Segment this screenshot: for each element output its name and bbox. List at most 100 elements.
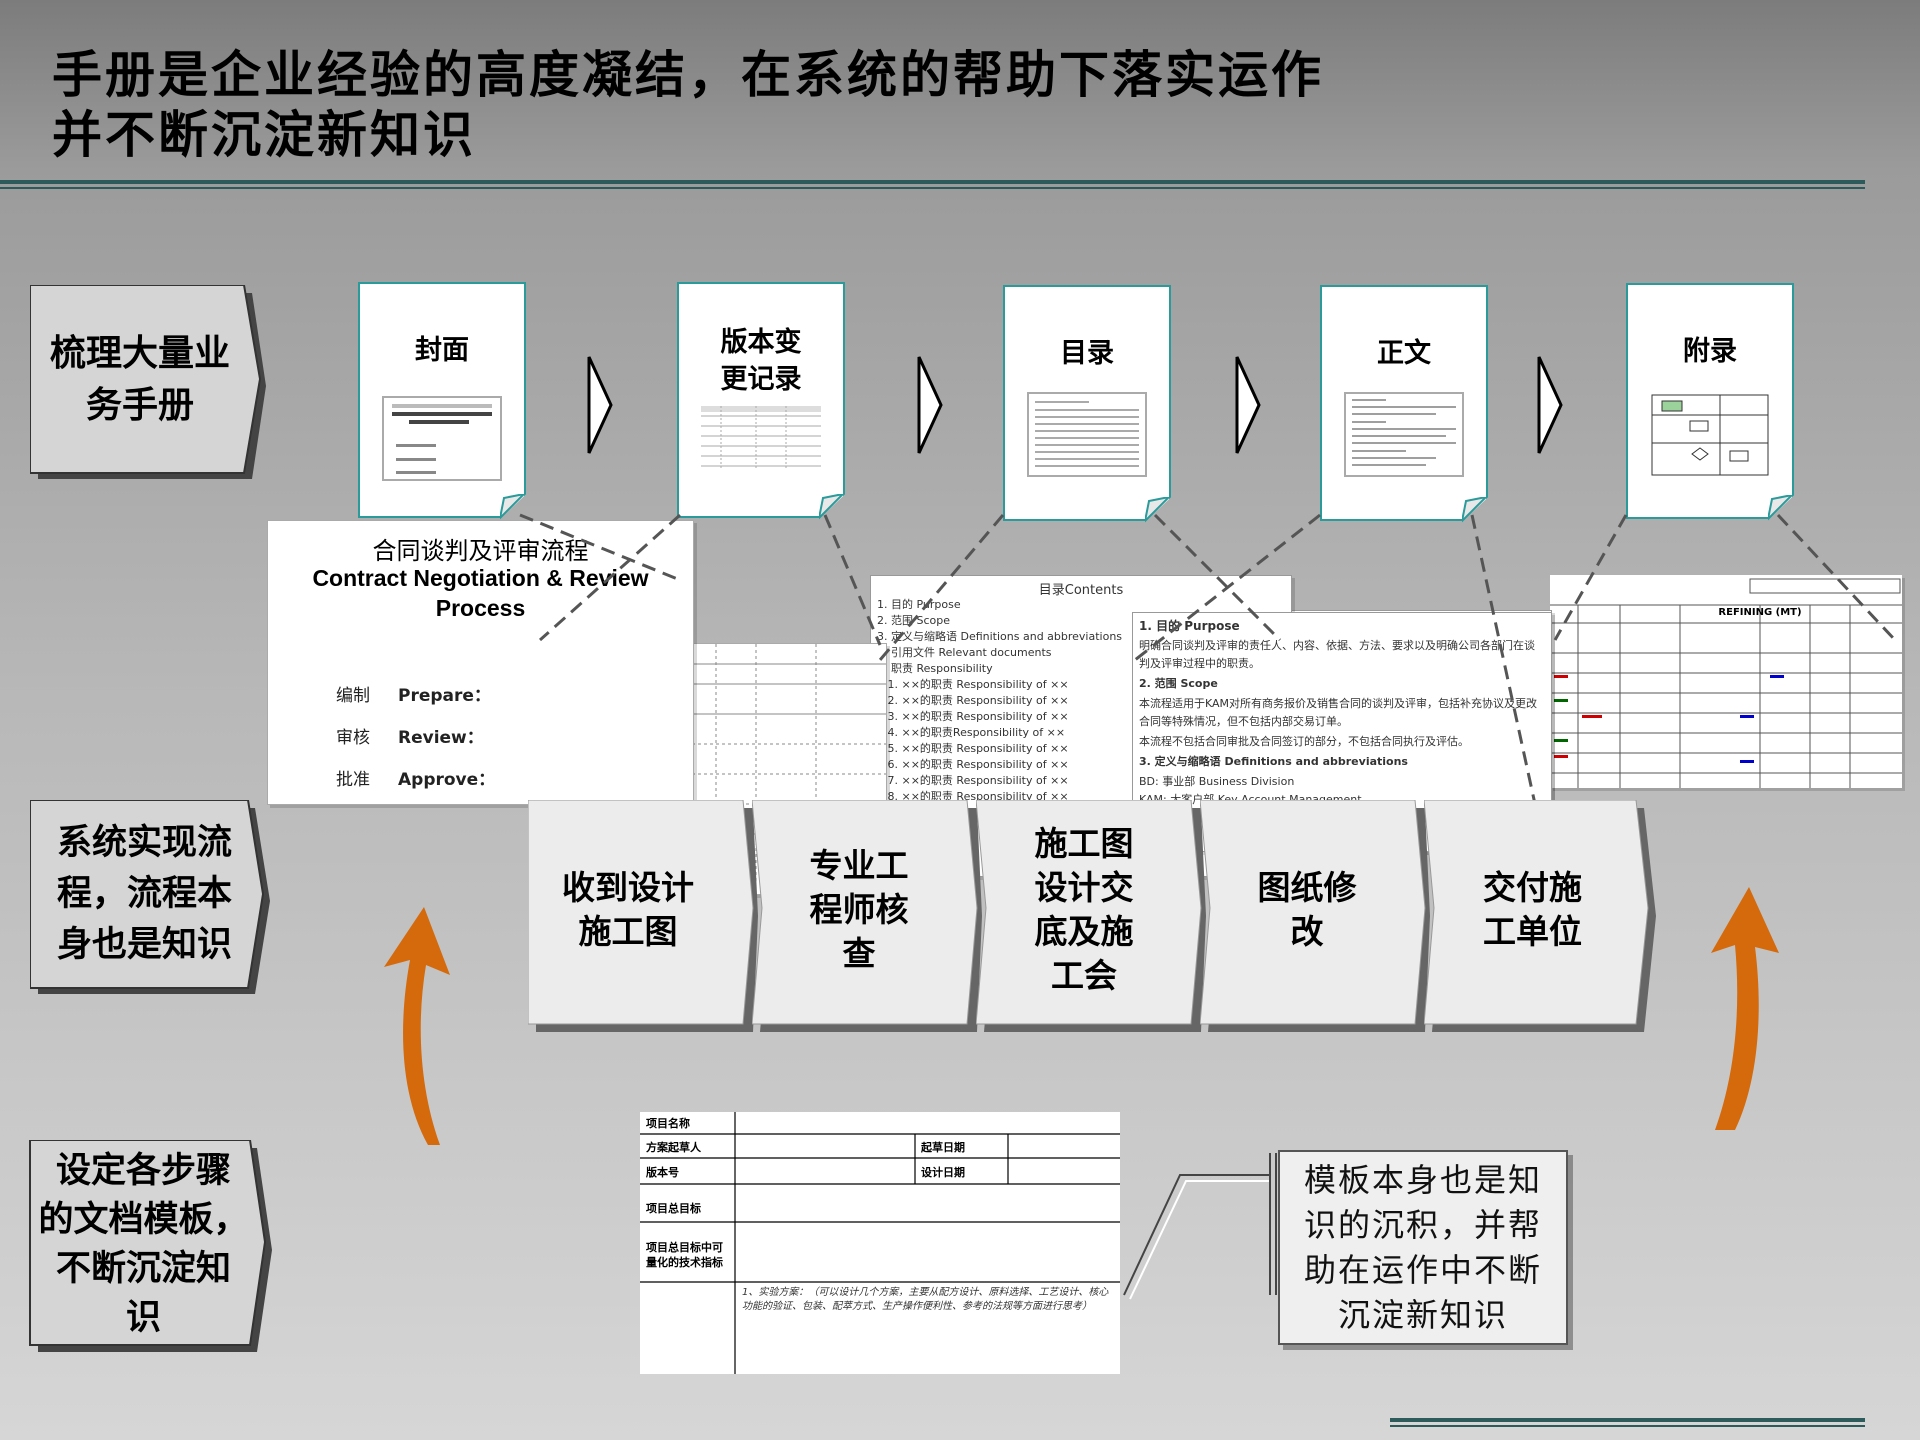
body-line: BD: 事业部 Business Division [1139,775,1295,788]
toc-lines-graphic [1035,401,1139,467]
body-line: 明确合同谈判及评审的责任人、内容、依据、方法、要求以及明确公司各部门在谈 [1139,639,1535,652]
process-step-shape [976,800,1206,1032]
form-label-project-name: 项目名称 [646,1117,690,1130]
form-label-version: 版本号 [646,1166,679,1179]
form-label-metrics: 项目总目标中可量化的技术指标 [646,1241,723,1269]
body-line: 2. 范围 Scope [1139,677,1218,690]
cover-title-en: Contract Negotiation & Review Process [312,565,649,621]
doc-thumbnail [701,402,821,487]
cover-row-prepare-en: Prepare： [398,686,491,706]
appendix-table-title: REFINING (MT) [1718,607,1802,618]
body-line: 3. 定义与缩略语 Definitions and abbreviations [1139,755,1408,768]
doc-title: 封面 [415,335,469,366]
toc-line: 5.4. ××的职责Responsibility of ×× [877,726,1066,739]
process-step-shape [1424,800,1656,1032]
revision-table-graphic [701,406,821,470]
doc-card: 目录 [1003,285,1171,521]
toc-line: 1. 目的 Purpose [877,598,961,611]
arrow-right-icon [917,356,943,454]
toc-line: 5. 职责 Responsibility [877,662,993,675]
curved-up-arrow-right-icon [1711,887,1779,1130]
toc-line: 4. 引用文件 Relevant documents [877,646,1052,659]
title-line-1: 手册是企业经验的高度凝结，在系统的帮助下落实运作 [52,45,1324,104]
title-line-2: 并不断沉淀新知识 [52,105,476,164]
page-title: 手册是企业经验的高度凝结，在系统的帮助下落实运作 并不断沉淀新知识 [52,45,1752,165]
toc-line: 5.3. ××的职责 Responsibility of ×× [877,710,1069,723]
connector-line [519,513,681,582]
process-step-handover: 施工图 设计交 底及施 工会 [976,800,1206,1032]
doc-card: 版本变 更记录 [677,282,845,518]
label-system-text: 系统实现流 程，流程本 身也是知识 [56,822,232,965]
appendix-table-graphic [1550,578,1902,788]
doc-card: 附录 [1626,283,1794,519]
process-step-shape [1200,800,1430,1032]
toc-heading: 目录Contents [1038,583,1124,598]
doc-title: 版本变 更记录 [720,327,802,395]
connector-line [823,514,882,646]
page-fold-icon [1462,497,1488,523]
label-system: 系统实现流 程，流程本 身也是知识 [30,800,275,995]
cover-row-approve-cn: 批准 [336,770,370,790]
footer-divider [1390,1418,1865,1422]
toc-line: 5.5. ××的职责 Responsibility of ×× [877,742,1069,755]
cover-row-review-en: Review： [398,728,484,748]
doc-thumbnail [1027,392,1147,477]
doc-title: 目录 [1060,338,1114,369]
toc-line: 5.6. ××的职责 Responsibility of ×× [877,758,1069,771]
cover-row-prepare-cn: 编制 [336,686,370,706]
form-label-draft-date: 起草日期 [921,1141,965,1154]
toc-line: 3. 定义与缩略语 Definitions and abbreviations [877,630,1123,643]
arrow-right-icon [587,356,613,454]
toc-line: 5.7. ××的职责 Responsibility of ×× [877,774,1069,787]
process-step-shape [752,800,982,1032]
process-step-label: 专业工 程师核 查 [809,846,909,973]
doc-card: 正文 [1320,285,1488,521]
body-line: 1. 目的 Purpose [1139,619,1240,633]
form-label-drafter: 方案起草人 [646,1141,701,1154]
cover-row-review-cn: 审核 [336,728,370,748]
process-step-receive: 收到设计 施工图 [528,800,758,1032]
footer-divider-thin [1390,1425,1865,1427]
label-manuals-shape [30,285,266,479]
connector-line [1470,514,1547,851]
connector-line [878,514,1005,661]
form-label-goal: 项目总目标 [646,1202,701,1215]
process-step-deliver: 交付施 工单位 [1424,800,1659,1032]
form-plan-note: 1、实验方案：（可以设计几个方案，主要从配方设计、原料选择、工艺设计、核心功能的… [742,1287,1109,1312]
cover-title-cn: 合同谈判及评审流程 [372,537,589,565]
connector-line [1553,514,1628,641]
process-step-revise: 图纸修 改 [1200,800,1430,1032]
doc-card: 封面 [358,282,526,518]
body-line: 判及评审过程中的职责。 [1139,657,1260,670]
process-step-label: 收到设计 施工图 [562,868,694,951]
callout-text: 模板本身也是知 识的沉积，并帮 助在运作中不断 沉淀新知识 [1303,1160,1542,1334]
page-fold-icon [1768,495,1794,521]
flowchart-graphic [1651,394,1769,476]
title-divider [0,180,1865,184]
label-system-shape [30,800,270,994]
process-step-shape [528,800,758,1032]
toc-line: 5.2. ××的职责 Responsibility of ×× [877,694,1069,707]
label-manuals: 梳理大量业 务手册 [30,285,270,480]
form-label-design-date: 设计日期 [921,1166,965,1179]
label-templates-shape [29,1140,272,1352]
process-step-review: 专业工 程师核 查 [752,800,982,1032]
template-form-grid [640,1112,1120,1374]
callout-box: 模板本身也是知 识的沉积，并帮 助在运作中不断 沉淀新知识 [1278,1150,1568,1345]
process-step-label: 交付施 工单位 [1483,868,1582,951]
doc-thumbnail [1344,392,1464,477]
doc-title: 正文 [1377,338,1431,369]
cover-row-approve-en: Approve： [398,770,496,790]
connector-line [1153,513,1282,642]
body-line: 本流程不包括合同审批及合同签订的部分，不包括合同执行及评估。 [1139,735,1469,748]
arrow-right-icon [1235,356,1261,454]
callout-connector [1123,1153,1277,1300]
label-manuals-text: 梳理大量业 务手册 [49,331,230,426]
doc-thumbnail [1650,393,1770,478]
process-step-label: 图纸修 改 [1257,868,1357,951]
curved-up-arrow-left-icon [384,907,450,1145]
page-fold-icon [500,494,526,520]
connector-line [1776,513,1897,642]
connector-line [539,513,681,642]
doc-thumbnail [382,396,502,481]
